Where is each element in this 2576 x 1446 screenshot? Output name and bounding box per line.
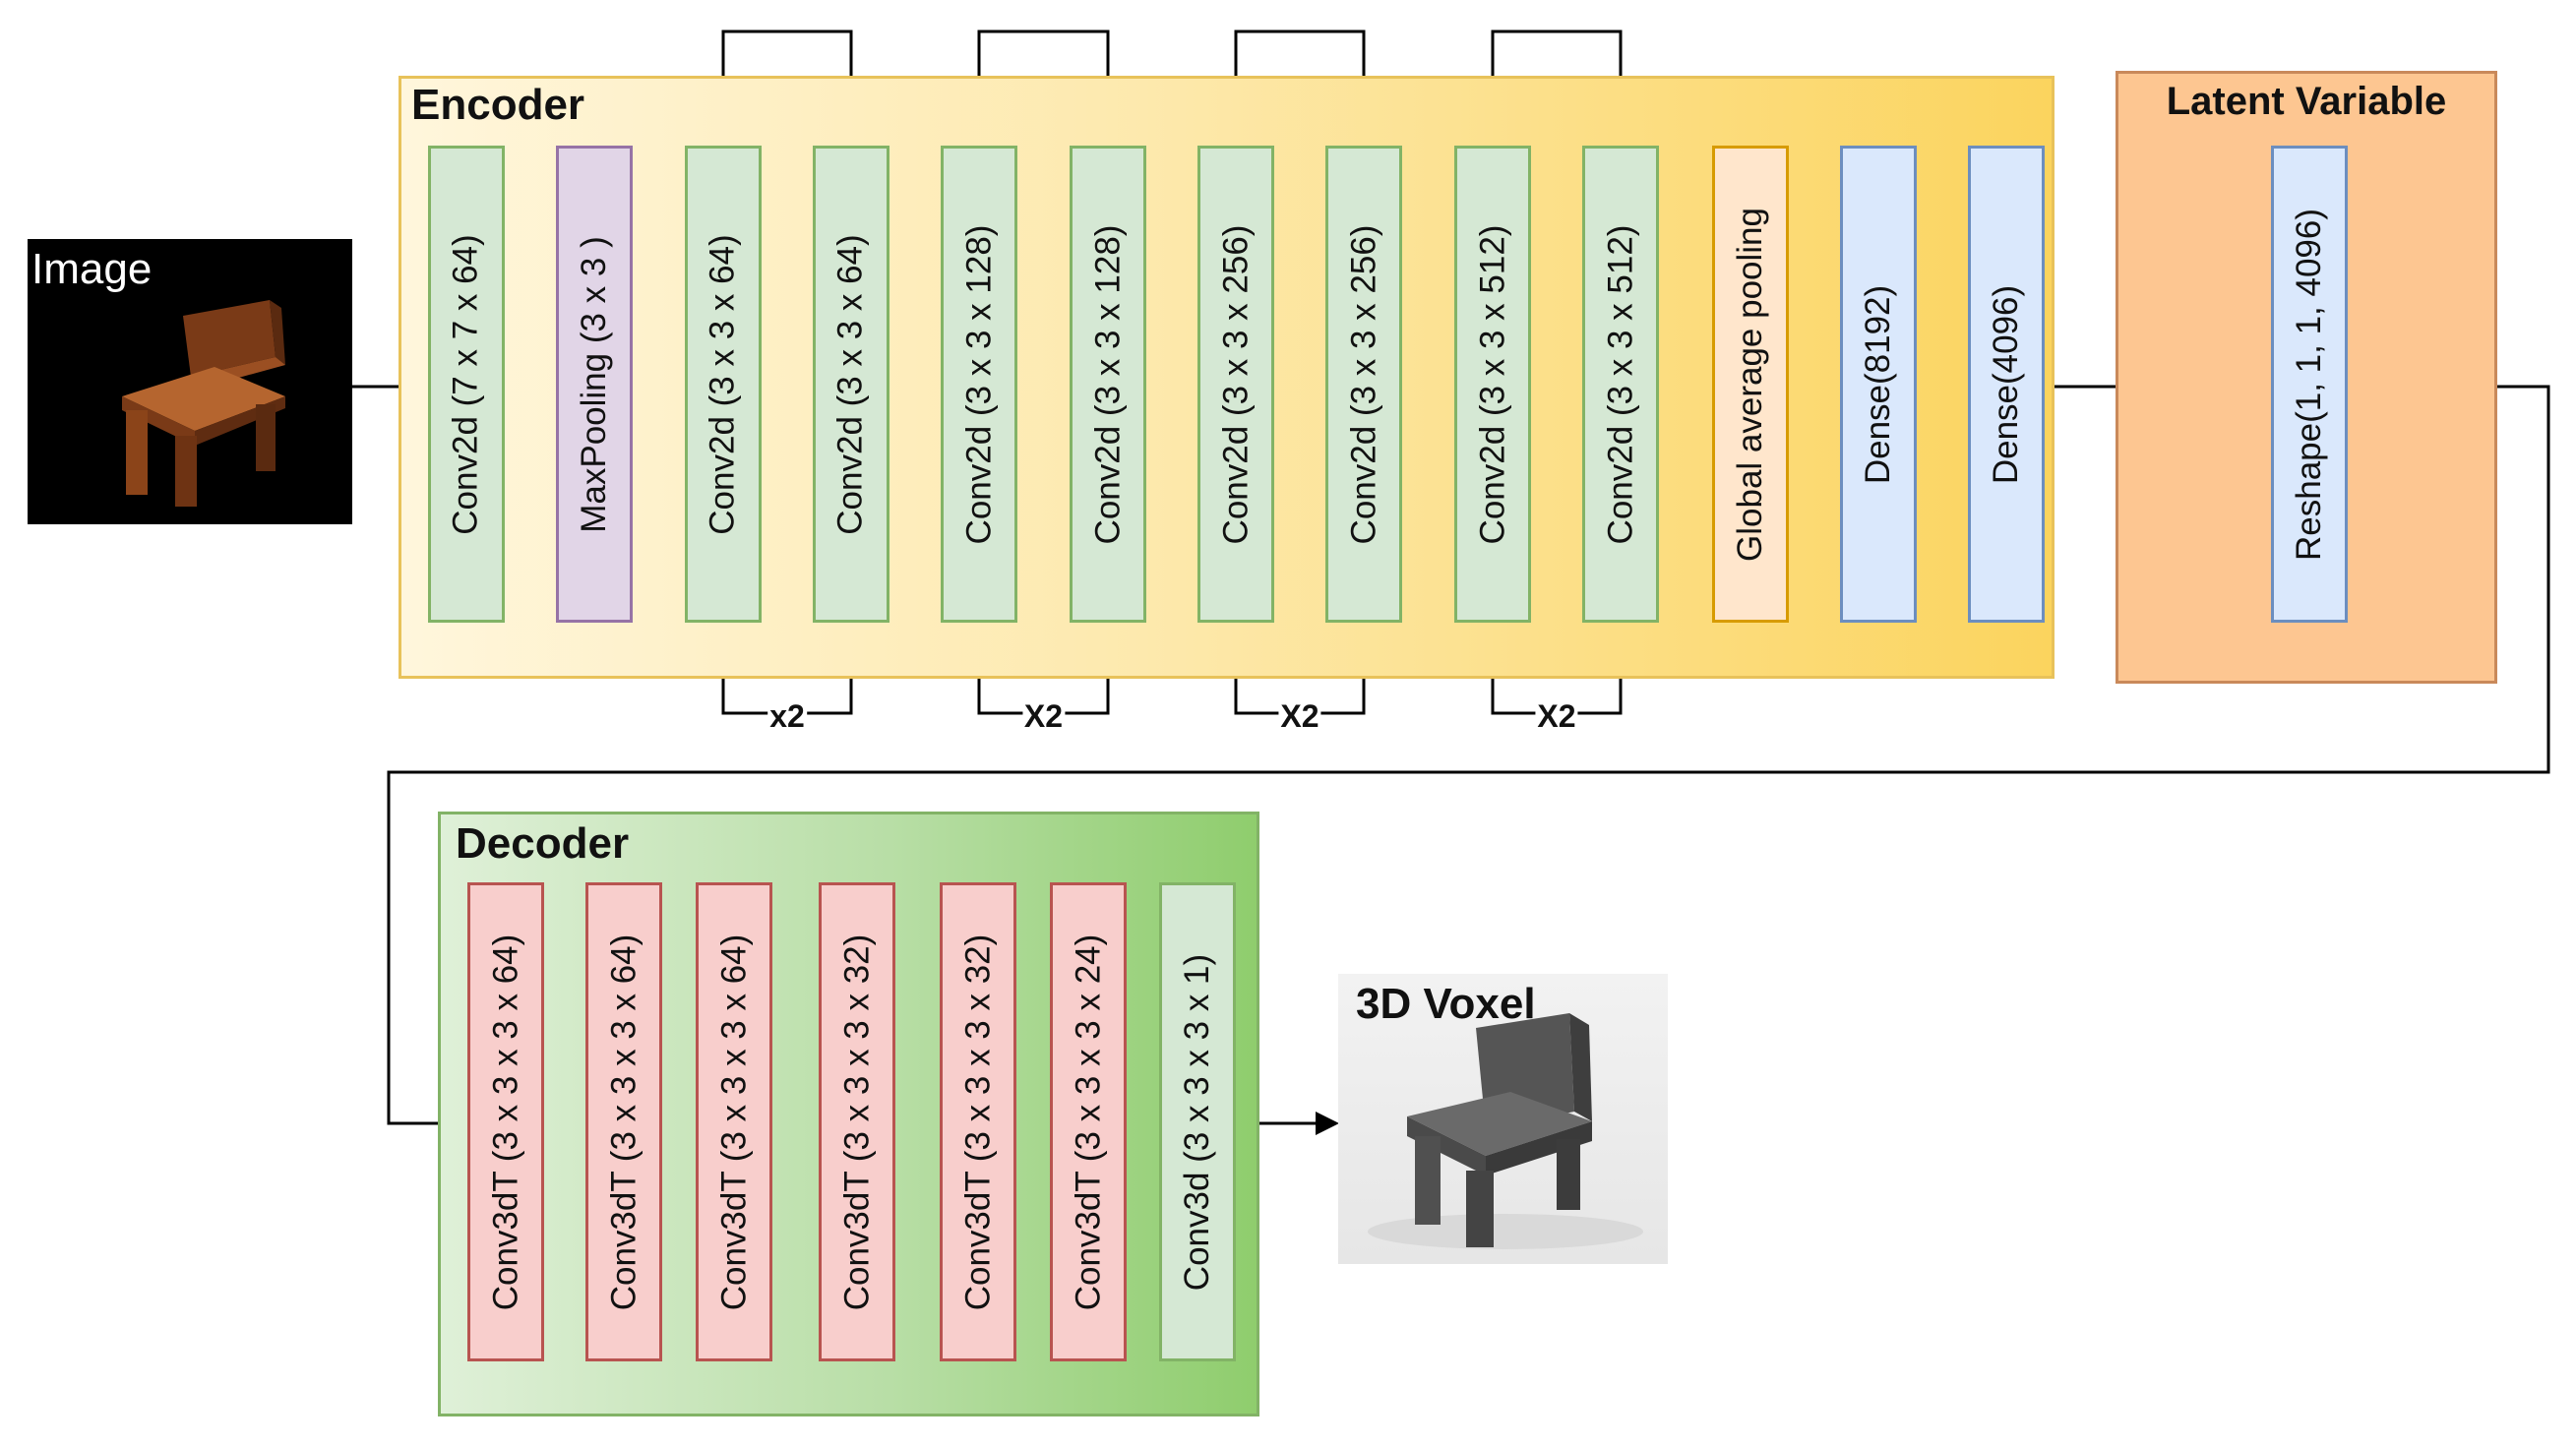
encoder-layer-10-label: Conv2d (3 x 3 x 512) <box>1601 224 1639 544</box>
encoder-layer-8-label: Conv2d (3 x 3 x 256) <box>1344 224 1382 544</box>
encoder-layer-9-label: Conv2d (3 x 3 x 512) <box>1473 224 1511 544</box>
decoder-layer-7-label: Conv3d (3 x 3 x 3 x 1) <box>1178 953 1217 1291</box>
encoder-layer-6: Conv2d (3 x 3 x 128) <box>1070 146 1146 623</box>
decoder-layer-2: Conv3dT (3 x 3 x 3 x 64) <box>585 882 662 1361</box>
decoder-layer-7: Conv3d (3 x 3 x 3 x 1) <box>1159 882 1236 1361</box>
decoder-title: Decoder <box>456 819 630 868</box>
decoder-layer-3-label: Conv3dT (3 x 3 x 3 x 64) <box>714 934 753 1310</box>
brown-chair-image <box>122 300 285 507</box>
decoder-layer-4: Conv3dT (3 x 3 x 3 x 32) <box>819 882 895 1361</box>
repeat-label-2: X2 <box>1021 698 1066 734</box>
encoder-layer-2: MaxPooling (3 x 3 ) <box>556 146 633 623</box>
encoder-layer-8: Conv2d (3 x 3 x 256) <box>1325 146 1402 623</box>
encoder-layer-11: Global average pooling <box>1712 146 1789 623</box>
encoder-layer-12: Dense(8192) <box>1840 146 1917 623</box>
repeat-label-4: X2 <box>1535 698 1578 734</box>
decoder-layer-5-label: Conv3dT (3 x 3 x 3 x 32) <box>958 934 997 1310</box>
encoder-layer-13-label: Dense(4096) <box>1987 284 2025 484</box>
voxel-output-label: 3D Voxel <box>1356 980 1536 1028</box>
repeat-label-1: x2 <box>767 698 807 734</box>
encoder-layer-13: Dense(4096) <box>1968 146 2045 623</box>
encoder-layer-4: Conv2d (3 x 3 x 64) <box>813 146 889 623</box>
latent-reshape-layer: Reshape(1, 1, 1, 4096) <box>2271 146 2348 623</box>
encoder-layer-12-label: Dense(8192) <box>1859 284 1897 484</box>
decoder-layer-1-label: Conv3dT (3 x 3 x 3 x 64) <box>486 934 524 1310</box>
encoder-layer-7-label: Conv2d (3 x 3 x 256) <box>1216 224 1255 544</box>
latent-variable-title: Latent Variable <box>2166 80 2447 123</box>
encoder-layer-6-label: Conv2d (3 x 3 x 128) <box>1088 224 1127 544</box>
decoder-layer-6-label: Conv3dT (3 x 3 x 3 x 24) <box>1069 934 1107 1310</box>
encoder-layer-7: Conv2d (3 x 3 x 256) <box>1197 146 1274 623</box>
decoder-layer-4-label: Conv3dT (3 x 3 x 3 x 32) <box>837 934 876 1310</box>
decoder-layer-1: Conv3dT (3 x 3 x 3 x 64) <box>467 882 544 1361</box>
encoder-layer-3: Conv2d (3 x 3 x 64) <box>685 146 762 623</box>
decoder-layer-6: Conv3dT (3 x 3 x 3 x 24) <box>1050 882 1127 1361</box>
gray-voxel-chair <box>1368 1013 1643 1249</box>
encoder-layer-9: Conv2d (3 x 3 x 512) <box>1454 146 1531 623</box>
encoder-layer-2-label: MaxPooling (3 x 3 ) <box>575 235 613 533</box>
encoder-layer-5: Conv2d (3 x 3 x 128) <box>941 146 1017 623</box>
decoder-layer-5: Conv3dT (3 x 3 x 3 x 32) <box>940 882 1016 1361</box>
encoder-layer-3-label: Conv2d (3 x 3 x 64) <box>704 233 742 535</box>
decoder-layer-2-label: Conv3dT (3 x 3 x 3 x 64) <box>604 934 643 1310</box>
encoder-layer-1-label: Conv2d (7 x 7 x 64) <box>447 233 485 535</box>
encoder-layer-1: Conv2d (7 x 7 x 64) <box>428 146 505 623</box>
encoder-layer-4-label: Conv2d (3 x 3 x 64) <box>831 233 870 535</box>
encoder-title: Encoder <box>411 81 585 129</box>
encoder-layer-11-label: Global average pooling <box>1731 207 1770 562</box>
encoder-layer-5-label: Conv2d (3 x 3 x 128) <box>959 224 998 544</box>
encoder-layer-10: Conv2d (3 x 3 x 512) <box>1582 146 1659 623</box>
repeat-label-3: X2 <box>1278 698 1321 734</box>
latent-reshape-layer-label: Reshape(1, 1, 1, 4096) <box>2290 208 2329 561</box>
input-image-label: Image <box>31 245 153 293</box>
input-image-panel: Image <box>28 239 352 524</box>
decoder-layer-3: Conv3dT (3 x 3 x 3 x 64) <box>696 882 772 1361</box>
arrow-latent-to-decoder <box>387 385 2550 1135</box>
voxel-image-panel: 3D Voxel <box>1338 974 1668 1264</box>
